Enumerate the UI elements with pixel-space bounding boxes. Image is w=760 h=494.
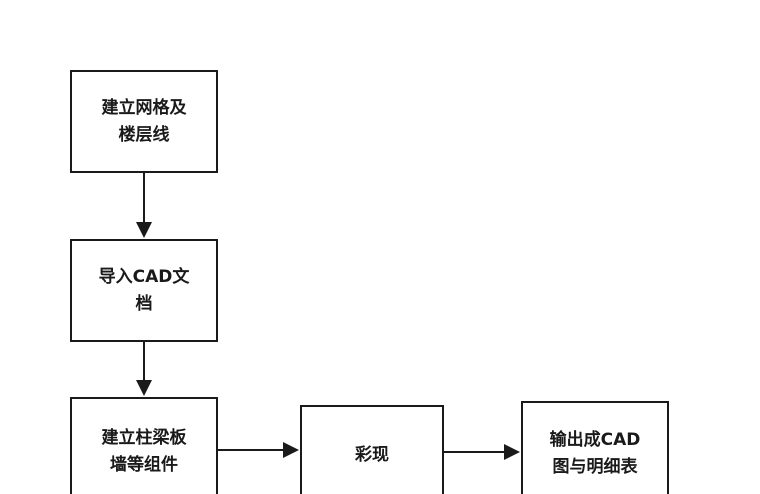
node-grid: 建立网格及 楼层线 bbox=[70, 70, 218, 173]
node-build-label: 建立柱梁板 墙等组件 bbox=[101, 428, 187, 475]
node-output: 输出成CAD 图与明细表 bbox=[521, 401, 669, 494]
node-render-label: 彩现 bbox=[355, 444, 389, 465]
node-build: 建立柱梁板 墙等组件 bbox=[70, 397, 218, 494]
node-output-label: 输出成CAD 图与明细表 bbox=[549, 430, 641, 477]
node-render: 彩现 bbox=[300, 405, 444, 494]
node-import-label: 导入CAD文 档 bbox=[98, 266, 190, 314]
node-grid-label: 建立网格及 楼层线 bbox=[101, 97, 187, 145]
node-import: 导入CAD文 档 bbox=[70, 239, 218, 342]
